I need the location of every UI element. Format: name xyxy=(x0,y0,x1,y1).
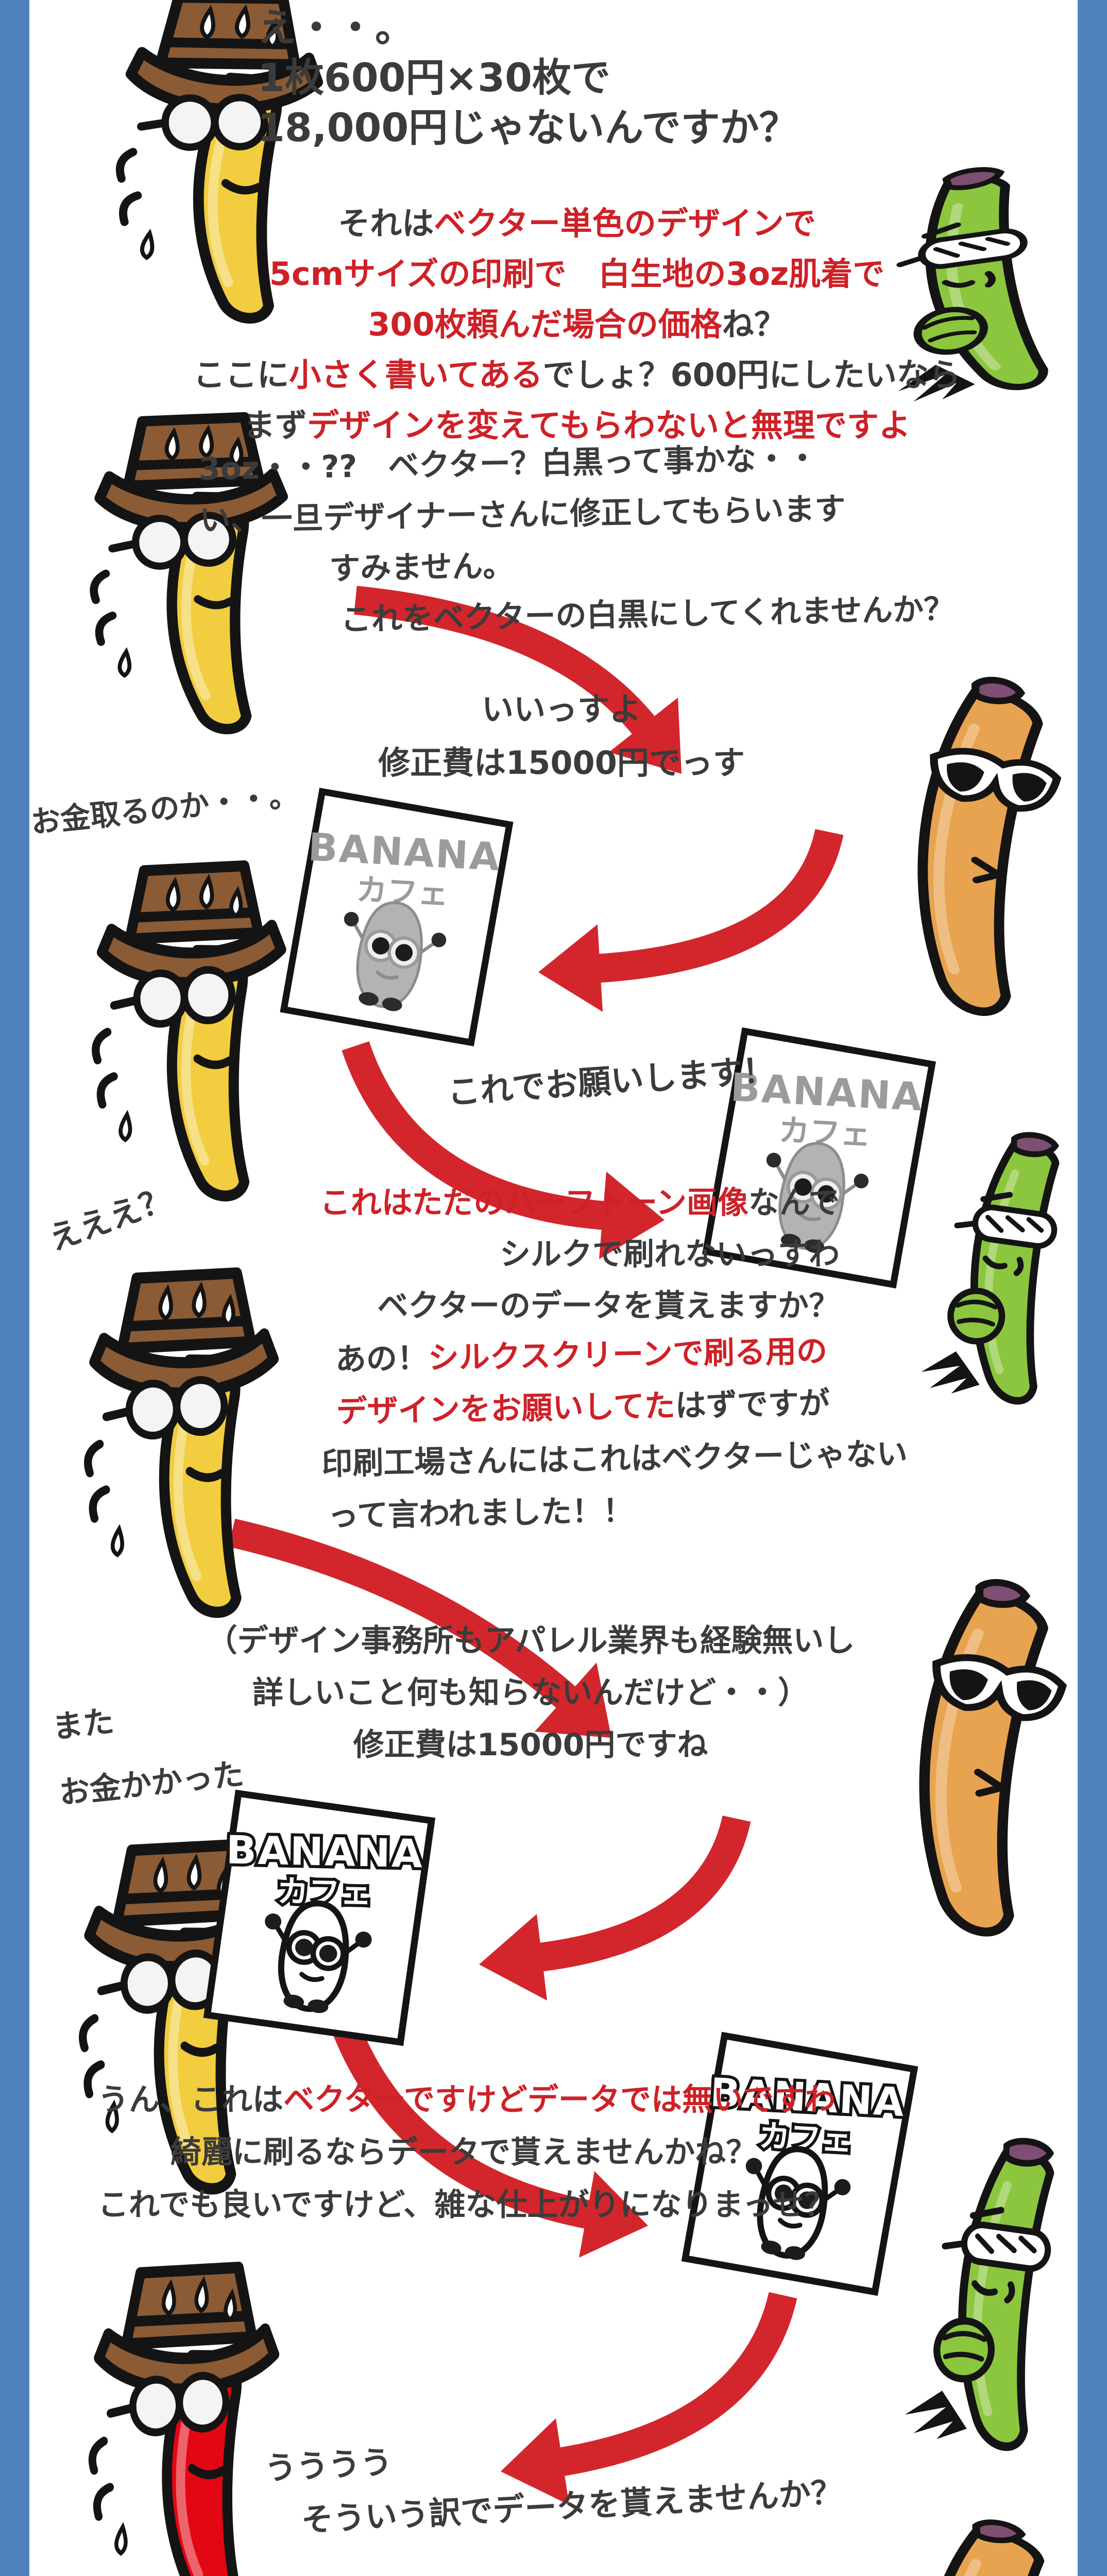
speech-again-money: また お金かかった xyxy=(49,1675,247,1826)
customer-banana-hat-icon xyxy=(52,848,314,1234)
speech-line: 印刷工場さんにはこれはベクターじゃない xyxy=(321,1436,908,1482)
right-border-bar xyxy=(1078,0,1107,2576)
speech-line: あの！シルクスクリーンで刷る用の xyxy=(335,1333,828,1378)
speech-line: 18,000円じゃないんですか？ xyxy=(258,105,798,150)
red-arrow-2 xyxy=(538,828,844,1012)
speech-line: 綺麗に刷るならデータで貰えませんかね？ xyxy=(170,2134,757,2171)
speech-halftone: これはただのハーフトーン画像なんで シルクで刷れないっすわ ベクターのデータを貰… xyxy=(155,1177,840,1332)
speech-line: 詳しいこと何も知らないんだけど・・） xyxy=(252,1675,809,1711)
speech-line: シルクで刷れないっすわ xyxy=(500,1236,840,1273)
speech-price-explain: それはベクター単色のデザインで 5cmサイズの印刷で 白生地の3oz肌着で 30… xyxy=(113,198,1041,451)
speech-ok-fee: いいっすよ 修正費は15000円でっす xyxy=(330,683,793,790)
speech-line: これはただのハーフトーン画像なんで xyxy=(319,1185,840,1221)
speech-line: ベクターのデータを貰えますか？ xyxy=(377,1288,840,1324)
red-arrow-4 xyxy=(228,1518,611,1738)
speech-excuse: （デザイン事務所もアパレル業界も経験無いし 詳しいこと何も知らないんだけど・・）… xyxy=(170,1615,891,1771)
left-border-bar xyxy=(0,0,29,2576)
red-arrow-6 xyxy=(326,2007,648,2258)
speech-line: それはベクター単色のデザインで xyxy=(338,205,816,242)
speech-complain: あの！シルクスクリーンで刷る用の デザインをお願いしてたはずですが 印刷工場さん… xyxy=(319,1324,909,1543)
red-arrow-1 xyxy=(354,586,682,774)
speech-line: 300枚頼んだ場合の価格ね？ xyxy=(368,306,786,343)
speech-intro: え・・。 1枚600円×30枚で 18,000円じゃないんですか？ xyxy=(258,3,798,152)
red-arrow-3 xyxy=(342,1041,665,1259)
speech-line: 修正費は15000円ですね xyxy=(353,1727,708,1763)
red-arrow-7 xyxy=(501,2292,797,2505)
speech-line: デザインをお願いしてたはずですが xyxy=(336,1385,830,1430)
speech-line: これでも良いですけど、雑な仕上がりになりまっせ？ xyxy=(98,2187,835,2223)
speech-confused: 3oz・・?? ベクター？白黒って事かな・・ い、一旦デザイナーさんに修正しても… xyxy=(198,431,955,648)
speech-line: （デザイン事務所もアパレル業界も経験無いし xyxy=(206,1623,855,1659)
speech-line: うん、これはベクターですけどデータでは無いですわ xyxy=(98,2082,836,2118)
speech-line: ここに小さく書いてあるでしょ？600円にしたいなら xyxy=(193,356,961,394)
red-arrow-5 xyxy=(479,1815,751,2001)
speech-line: いいっすよ xyxy=(481,690,641,728)
speech-line: まずデザインを変えてもらわないと無理ですよ xyxy=(243,406,911,444)
speech-line: 5cmサイズの印刷で 白生地の3oz肌着で xyxy=(269,255,885,293)
speech-line: 1枚600円×30枚で xyxy=(258,55,610,100)
logo-card-bw-vector xyxy=(201,1787,437,2048)
speech-line: って言われました！！ xyxy=(327,1493,634,1534)
speech-vector-not-data: うん、これはベクターですけどデータでは無いですわ 綺麗に刷るならデータで貰えませ… xyxy=(98,2074,836,2231)
speech-line: 修正費は15000円でっす xyxy=(378,744,745,782)
logo-card-halftone xyxy=(278,786,516,1049)
speech-line: え・・。 xyxy=(258,5,414,50)
